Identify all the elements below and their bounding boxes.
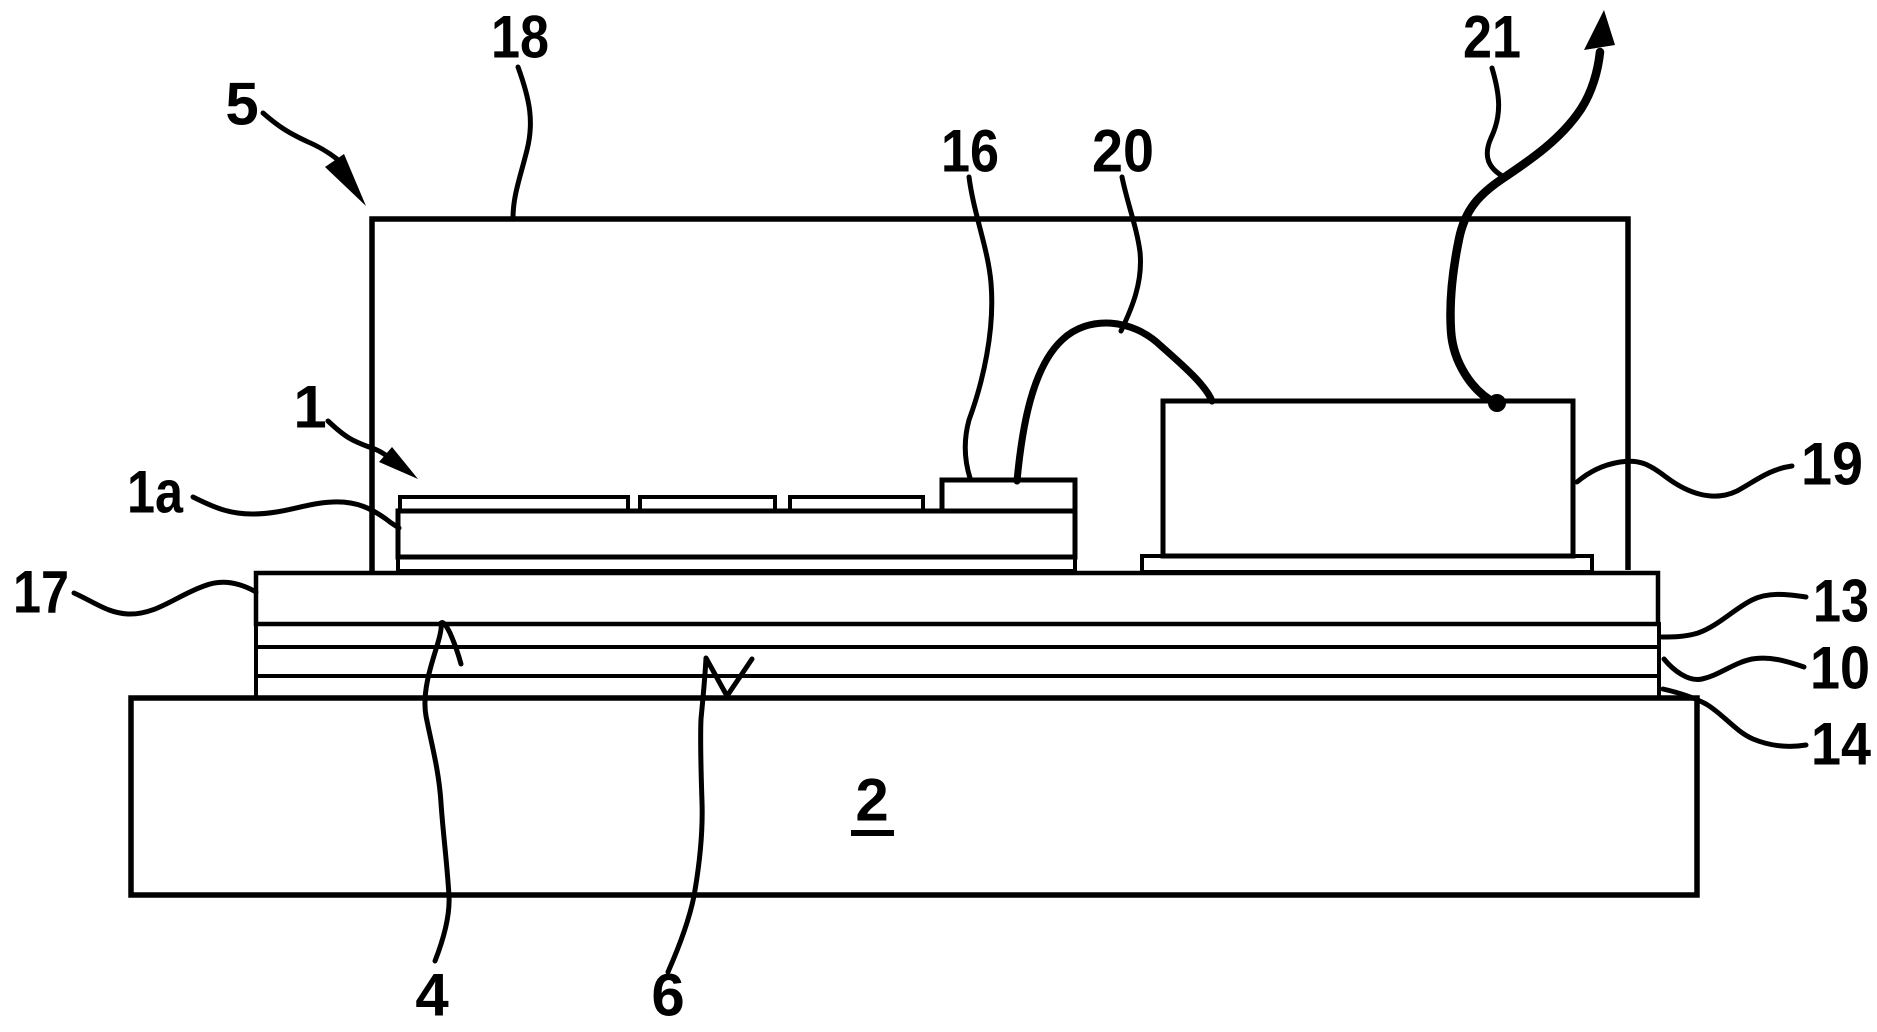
wire-21-arrowhead-icon [1584, 10, 1615, 50]
label-4: 4 [415, 962, 449, 1029]
leader-4 [422, 620, 464, 964]
leader-5-arrowhead-icon [325, 154, 366, 206]
label-6: 6 [651, 962, 684, 1029]
layer-13 [254, 622, 1661, 649]
leader-19 [1574, 458, 1795, 499]
label-2: 2 [855, 767, 888, 834]
label-5: 5 [225, 71, 258, 138]
component-block-19 [1160, 398, 1576, 559]
label-13: 13 [1813, 568, 1869, 635]
chip-pad-1 [398, 495, 630, 513]
layer-17 [253, 570, 1661, 627]
leader-13 [1659, 591, 1809, 640]
chip-body-1 [395, 508, 1078, 560]
label-20: 20 [1092, 118, 1154, 185]
substrate-2 [128, 695, 1700, 898]
leader-16 [962, 174, 995, 481]
label-17: 17 [13, 559, 69, 626]
label-14: 14 [1811, 711, 1872, 778]
chip-pad-3 [788, 495, 925, 513]
label-1a: 1a [127, 459, 184, 526]
leader-1-arrowhead-icon [379, 447, 418, 479]
leader-6 [665, 655, 755, 975]
label-19: 19 [1801, 431, 1863, 498]
label-10: 10 [1810, 635, 1870, 702]
leader-14 [1660, 686, 1809, 749]
leader-17 [71, 579, 259, 617]
chip-pad-2 [638, 495, 777, 513]
leader-1a [190, 494, 402, 531]
layer-14 [254, 674, 1661, 700]
leader-18 [510, 64, 533, 221]
label-1: 1 [293, 374, 326, 441]
bond-wire-20 [1013, 319, 1216, 485]
leader-20 [1118, 174, 1143, 334]
leader-21 [1484, 65, 1507, 180]
external-wire-21 [1446, 47, 1605, 409]
wire-21-bond-dot [1488, 394, 1506, 412]
enclosure-18 [369, 216, 1631, 572]
label-18: 18 [491, 4, 549, 71]
bond-pad-16 [939, 477, 1078, 514]
leader-5 [260, 110, 340, 162]
leader-1 [325, 418, 394, 462]
layer-10 [254, 645, 1661, 678]
leader-10 [1661, 655, 1807, 682]
label-21: 21 [1463, 4, 1521, 71]
label-16: 16 [941, 118, 999, 185]
